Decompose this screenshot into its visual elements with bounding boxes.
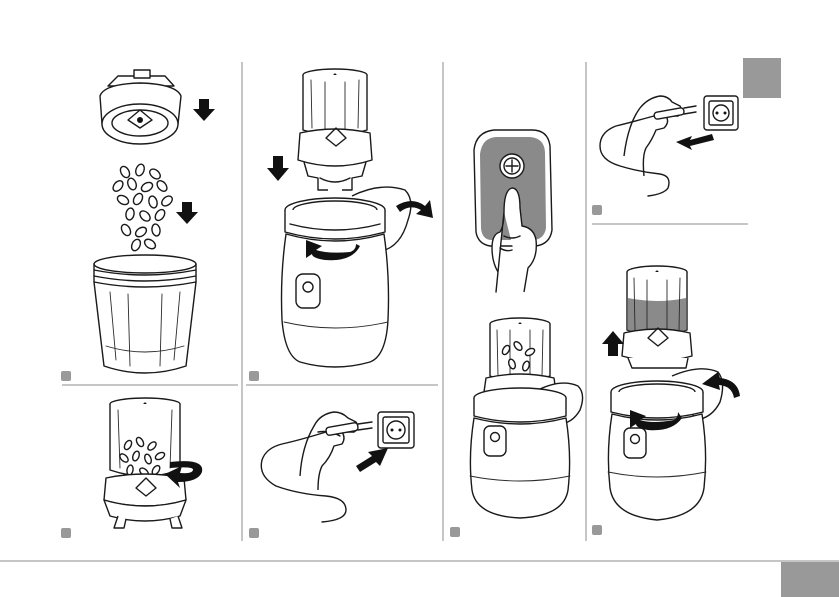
left-arrow-icon (676, 134, 714, 150)
down-arrow-icon (193, 99, 215, 121)
step-marker-g (592, 525, 602, 535)
step-e-illustration (470, 130, 583, 518)
step-marker-e (450, 527, 460, 537)
grinder-base (608, 369, 723, 520)
grinder-assembled (470, 318, 583, 518)
wall-socket (704, 96, 738, 130)
hand-with-plug (600, 96, 696, 196)
step-c-illustration (267, 69, 433, 367)
step-g-illustration (602, 266, 740, 520)
step-marker-b (61, 528, 71, 538)
up-arrow-icon (602, 331, 624, 356)
hand-with-plug (261, 412, 372, 522)
cup (94, 255, 196, 373)
cup-with-blade (298, 69, 372, 190)
blade-lid (100, 70, 181, 144)
cup-with-ground-coffee (622, 266, 692, 368)
language-tab (743, 58, 781, 98)
right-arrow-icon (356, 448, 388, 472)
step-b-illustration (104, 398, 202, 528)
step-marker-f (592, 205, 602, 215)
coffee-beans (111, 163, 174, 252)
step-marker-c (249, 371, 259, 381)
page-number-tab (781, 562, 839, 597)
step-f-illustration (600, 96, 738, 196)
step-marker-a (61, 371, 71, 381)
step-marker-d (249, 528, 259, 538)
step-d-illustration (261, 412, 414, 522)
down-arrow-icon (176, 202, 198, 224)
wall-socket (378, 412, 414, 448)
grinder-base (282, 187, 411, 367)
step-a-illustration (94, 70, 215, 373)
down-arrow-icon (267, 156, 289, 181)
